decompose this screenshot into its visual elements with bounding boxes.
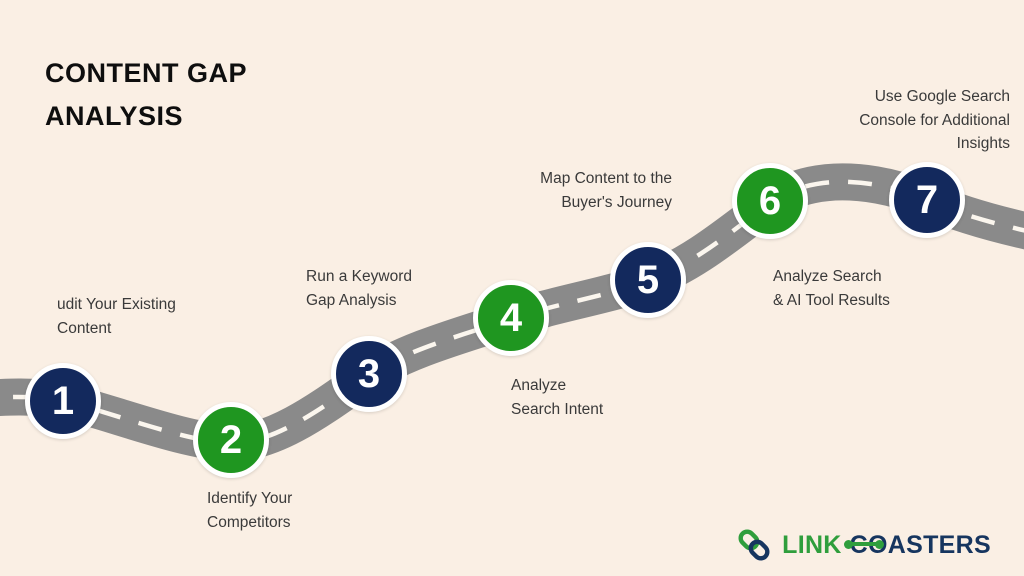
step-1-label: udit Your Existing Content	[57, 296, 176, 337]
step-5-number: 5	[636, 257, 660, 302]
step-2-number: 2	[219, 417, 243, 462]
brand-name-link: LINK	[782, 530, 842, 559]
brand-name-asters: ASTERS	[887, 530, 991, 559]
step-3-label: Run a Keyword Gap Analysis	[306, 268, 412, 309]
step-3-marker: 3	[331, 336, 407, 412]
step-5-label: Map Content to the Buyer's Journey	[540, 170, 672, 211]
step-7-label: Use Google Search Console for Additional…	[859, 88, 1010, 152]
brand-name-co: CO	[843, 531, 888, 560]
step-1-marker: 1	[25, 363, 101, 439]
chain-bar-dot	[874, 539, 884, 549]
step-6-label: Analyze Search & AI Tool Results	[773, 268, 890, 309]
page-title: CONTENT GAP ANALYSIS	[45, 58, 247, 131]
step-6-marker: 6	[732, 163, 808, 239]
step-2-marker: 2	[193, 402, 269, 478]
step-3-number: 3	[357, 351, 381, 396]
step-7-marker: 7	[889, 162, 965, 238]
step-4-number: 4	[499, 295, 523, 340]
step-7-number: 7	[915, 177, 939, 222]
step-6-number: 6	[758, 178, 782, 223]
step-4-label: Analyze Search Intent	[511, 377, 604, 418]
step-5-marker: 5	[610, 242, 686, 318]
step-1-number: 1	[51, 378, 75, 423]
step-2-label: Identify Your Competitors	[207, 490, 293, 531]
step-4-marker: 4	[473, 280, 549, 356]
chain-link-icon	[738, 529, 770, 561]
